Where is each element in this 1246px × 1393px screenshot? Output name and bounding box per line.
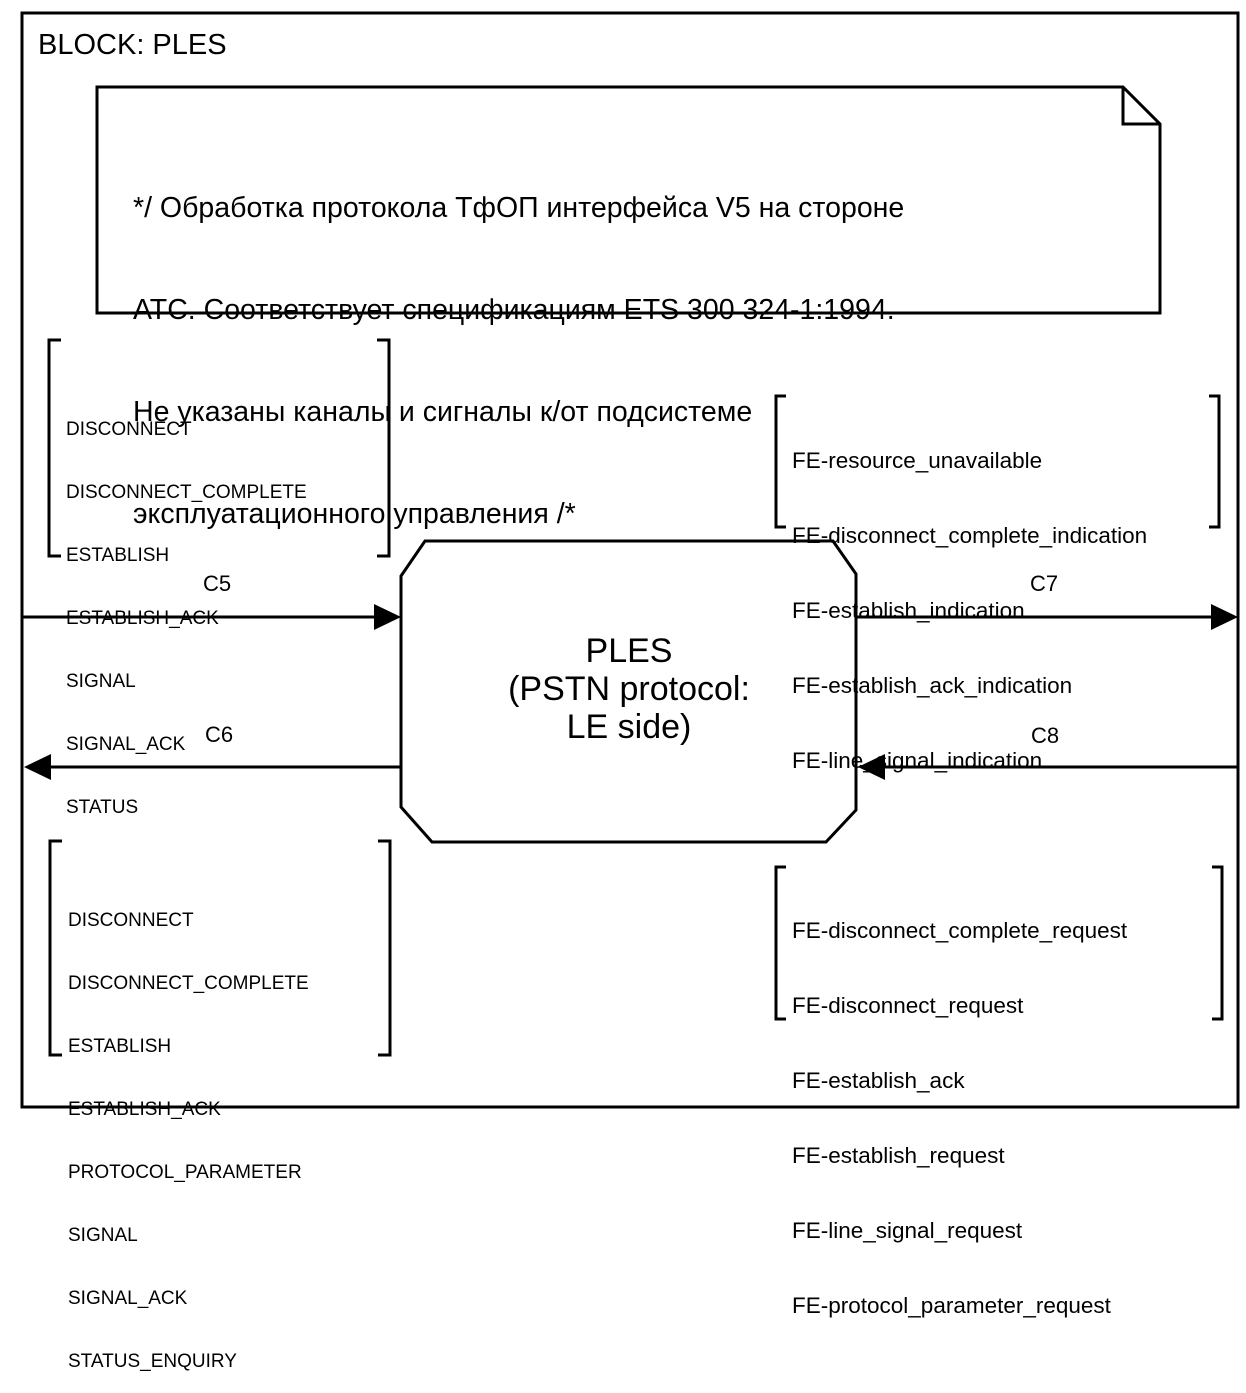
process-label-line: LE side) [566, 708, 692, 746]
comment-box [95, 85, 1162, 315]
signal-item: FE-establish_indication [792, 598, 1025, 623]
comment-line: Не указаны каналы и сигналы к/от подсист… [133, 396, 753, 428]
channel-c7-arrowhead [1211, 604, 1238, 630]
c5-signal-list-bracket-left [47, 338, 61, 558]
signal-item: STATUS_ENQUIRY [68, 1351, 237, 1372]
c7-signal-list: FE-resource_unavailable FE-disconnect_co… [792, 398, 1147, 798]
channel-c8-label: C8 [1031, 723, 1060, 748]
process-label-line: (PSTN protocol: [508, 670, 750, 708]
signal-item: DISCONNECT_COMPLETE [68, 973, 309, 994]
signal-item: SIGNAL_ACK [68, 1288, 188, 1309]
signal-item: FE-disconnect_request [792, 993, 1024, 1018]
c6-signal-list-bracket-right [378, 839, 392, 1057]
process-label-line: PLES [585, 632, 673, 670]
c6-signal-list-bracket-left [48, 839, 62, 1057]
signal-item: FE-disconnect_complete_request [792, 918, 1128, 943]
signal-item: FE-disconnect_complete_indication [792, 523, 1148, 548]
signal-item: SIGNAL [68, 1225, 138, 1246]
signal-item: FE-establish_ack_indication [792, 673, 1073, 698]
c5-signal-list-bracket-right [377, 338, 391, 558]
signal-item: ESTABLISH_ACK [68, 1099, 221, 1120]
comment-line: */ Обработка протокола ТфОП интерфейса V… [133, 192, 905, 224]
signal-item: FE-protocol_parameter_request [792, 1293, 1111, 1318]
signal-item: FE-line_signal_request [792, 1218, 1023, 1243]
c8-signal-list-bracket-left [774, 865, 786, 1021]
diagram-canvas [20, 11, 1240, 1109]
signal-item: FE-line_signal_indication [792, 748, 1043, 773]
comment-line: эксплуатационного управления /* [133, 498, 576, 530]
signal-item: FE-resource_unavailable [792, 448, 1043, 473]
signal-item: SIGNAL_ACK [66, 734, 186, 755]
process-label: PLES (PSTN protocol: LE side) [400, 632, 858, 746]
c7-signal-list-bracket-left [774, 394, 786, 529]
signal-item: SIGNAL [66, 671, 136, 692]
signal-item: DISCONNECT [66, 419, 192, 440]
comment-text: */ Обработка протокола ТфОП интерфейса V… [133, 123, 904, 565]
signal-item: ESTABLISH_ACK [66, 608, 219, 629]
signal-item: FE-establish_request [792, 1143, 1005, 1168]
signal-item: STATUS [66, 797, 139, 818]
signal-item: PROTOCOL_PARAMETER [68, 1162, 302, 1183]
channel-c5-arrowhead [374, 604, 401, 630]
signal-item: FE-establish_ack [792, 1068, 965, 1093]
channel-c5-label: C5 [203, 571, 232, 596]
process-symbol[interactable] [399, 539, 858, 844]
block-title: BLOCK: PLES [38, 29, 227, 61]
block-frame [20, 11, 1240, 1109]
comment-line: АТС. Соответствует спецификациям ETS 300… [133, 294, 895, 326]
channel-c8-arrowhead [858, 754, 885, 780]
c7-signal-list-bracket-right [1209, 394, 1221, 529]
c8-signal-list: FE-disconnect_complete_request FE-discon… [792, 868, 1127, 1343]
c6-signal-list: DISCONNECT DISCONNECT_COMPLETE ESTABLISH… [68, 868, 309, 1393]
signal-item: ESTABLISH [68, 1036, 172, 1057]
c8-signal-list-bracket-right [1212, 865, 1224, 1021]
signal-item: ESTABLISH [66, 545, 170, 566]
channel-c6-arrowhead [24, 754, 51, 780]
signal-item: DISCONNECT [68, 910, 194, 931]
channel-c6-label: C6 [205, 722, 234, 747]
channel-c7-label: C7 [1030, 571, 1059, 596]
c5-signal-list: DISCONNECT DISCONNECT_COMPLETE ESTABLISH… [66, 377, 307, 839]
comment-fold [1121, 87, 1160, 126]
signal-item: DISCONNECT_COMPLETE [66, 482, 307, 503]
